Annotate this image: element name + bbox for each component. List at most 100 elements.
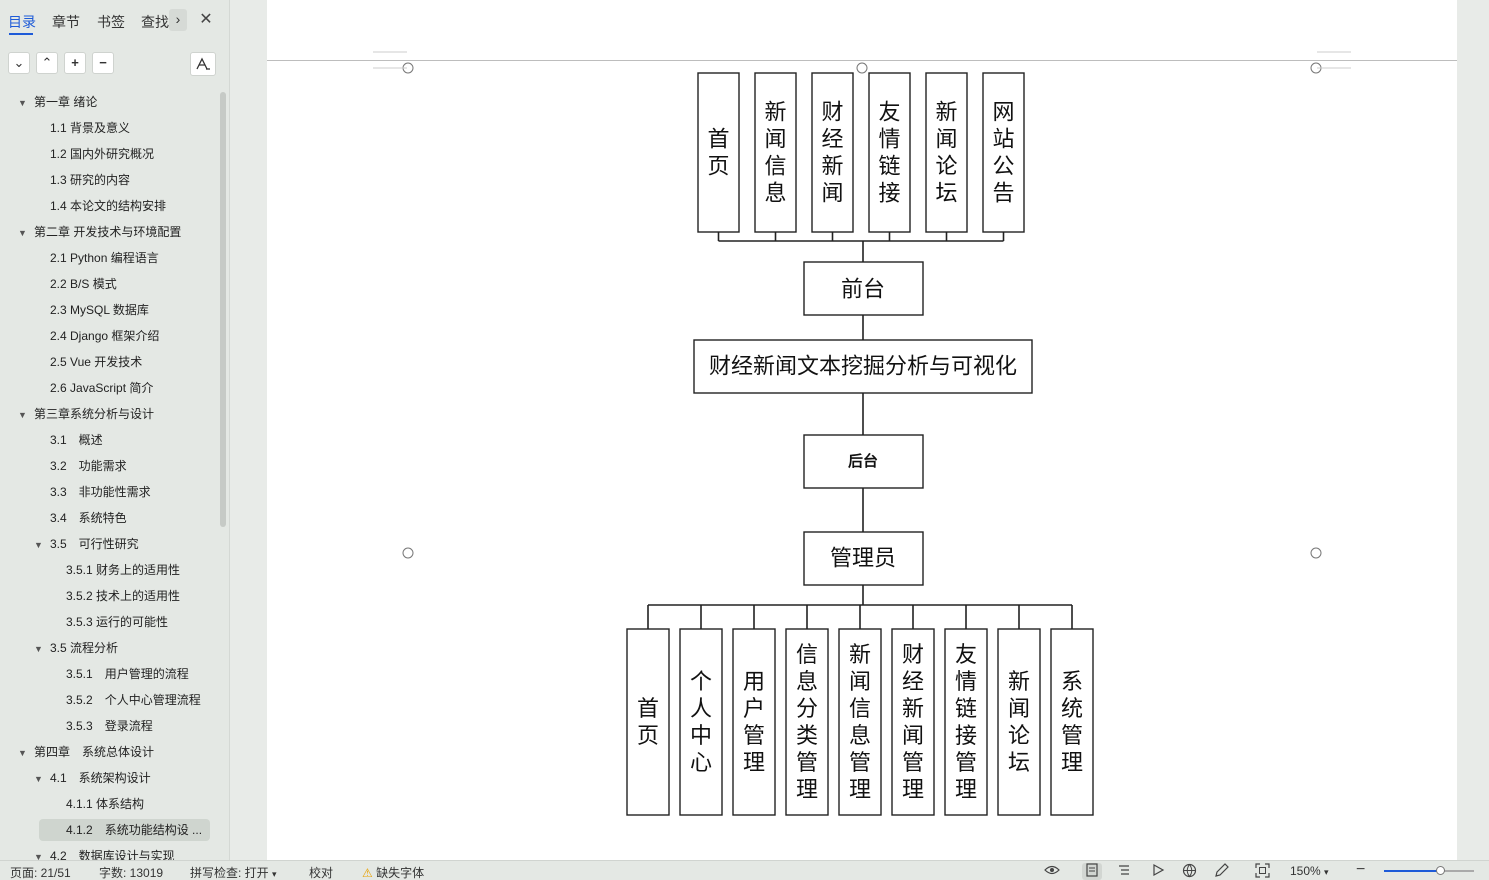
tab-chapters[interactable]: 章节	[52, 14, 80, 30]
toc-scrollbar[interactable]	[220, 92, 226, 527]
missing-font-button[interactable]: ⚠ 缺失字体	[362, 864, 424, 880]
zoom-slider-handle[interactable]	[1435, 866, 1445, 875]
vertical-scrollbar[interactable]	[1458, 0, 1489, 860]
toc-item[interactable]: 1.4 本论文的结构安排	[50, 195, 166, 217]
header-mark	[373, 51, 407, 69]
toc-item[interactable]: ▼ 第一章 绪论	[18, 91, 97, 113]
toc-item[interactable]: 4.1.1 体系结构	[66, 793, 144, 815]
toc-item-label: 4.1.2 系统功能结构设 ...	[66, 823, 203, 837]
close-icon[interactable]: ✕	[199, 11, 213, 28]
caret-down-icon[interactable]: ▼	[34, 774, 43, 784]
admin-module-box	[785, 628, 829, 816]
fit-screen-icon[interactable]	[1255, 863, 1270, 880]
toc-item[interactable]: 3.5.1 用户管理的流程	[66, 663, 189, 685]
tab-find[interactable]: 查找	[141, 14, 169, 30]
outline-view-icon[interactable]	[1117, 863, 1131, 880]
caret-down-icon[interactable]: ▼	[18, 98, 27, 108]
nav-tabs: 目录 章节 书签 查找 › ✕	[0, 0, 230, 42]
word-count[interactable]: 字数: 13019	[99, 866, 164, 880]
admin-module-box	[626, 628, 670, 816]
toc-item[interactable]: 3.2 功能需求	[50, 455, 127, 477]
toc-list: ▼ 第一章 绪论 1.1 背景及意义 1.2 国内外研究概况 1.3 研究的内容 1.4 …	[0, 91, 230, 860]
page-boundary	[267, 60, 1457, 61]
toc-item-label: 3.5.3 运行的可能性	[66, 615, 169, 629]
toc-item-label: 1.2 国内外研究概况	[50, 147, 155, 161]
toc-item[interactable]: 2.1 Python 编程语言	[50, 247, 159, 269]
play-icon[interactable]	[1151, 863, 1165, 880]
chevron-right-icon[interactable]: ›	[169, 9, 187, 31]
toc-item[interactable]: 3.5.3 运行的可能性	[66, 611, 168, 633]
root-box	[693, 339, 1033, 394]
toc-item-label: 第一章 绪论	[34, 95, 98, 109]
toc-item[interactable]: ▼4.2 数据库设计与实现	[34, 845, 175, 860]
toc-item-label: 3.4 系统特色	[50, 511, 127, 525]
toc-item-label: 2.2 B/S 模式	[50, 277, 117, 291]
caret-down-icon[interactable]: ▼	[18, 228, 27, 238]
zoom-slider[interactable]	[1384, 866, 1474, 875]
chevron-down-icon: ▾	[1324, 867, 1329, 877]
toc-item[interactable]: ▼3.5 可行性研究	[34, 533, 139, 555]
toc-item[interactable]: 2.6 JavaScript 简介	[50, 377, 153, 399]
chevron-down-icon: ▾	[272, 869, 277, 879]
front-module-box	[811, 72, 854, 233]
toc-item[interactable]: 4.1.2 系统功能结构设 ...	[39, 819, 211, 841]
front-module-label: 网站公告	[992, 100, 1014, 206]
plus-icon[interactable]: +	[64, 52, 86, 74]
toc-item[interactable]: 1.1 背景及意义	[50, 117, 130, 139]
globe-icon[interactable]	[1182, 863, 1197, 880]
toc-item[interactable]: 2.3 MySQL 数据库	[50, 299, 149, 321]
caret-down-icon[interactable]: ▼	[34, 540, 43, 550]
zoom-level[interactable]: 150% ▾	[1290, 864, 1329, 878]
caret-down-icon[interactable]: ▼	[18, 748, 27, 758]
toc-item-label: 1.1 背景及意义	[50, 121, 131, 135]
toc-item[interactable]: 2.5 Vue 开发技术	[50, 351, 142, 373]
front-module-label: 友情链接	[878, 100, 900, 206]
admin-module-label: 友情链接管理	[955, 642, 977, 802]
proofread-button[interactable]: 校对	[309, 866, 334, 880]
toc-item-label: 3.1 概述	[50, 433, 103, 447]
page-view-icon[interactable]	[1082, 863, 1102, 880]
chevron-down-icon[interactable]: ⌄	[8, 52, 30, 74]
root-label: 财经新闻文本挖掘分析与可视化	[709, 354, 1017, 379]
eye-icon[interactable]	[1044, 863, 1060, 880]
toc-item[interactable]: ▼3.5 流程分析	[34, 637, 118, 659]
function-structure-diagram[interactable]: 首页新闻信息财经新闻友情链接新闻论坛网站公告前台财经新闻文本挖掘分析与可视化后台…	[267, 0, 1457, 860]
caret-down-icon[interactable]: ▼	[34, 644, 43, 654]
front-box	[803, 261, 924, 316]
toc-item[interactable]: 3.5.1 财务上的适用性	[66, 559, 180, 581]
spell-check-toggle[interactable]: 拼写检查: 打开 ▾	[190, 864, 277, 880]
tab-toc[interactable]: 目录	[8, 14, 36, 30]
admin-module-label: 新闻论坛	[1008, 669, 1030, 775]
toc-item[interactable]: ▼4.1 系统架构设计	[34, 767, 151, 789]
minus-icon[interactable]: −	[92, 52, 114, 74]
toc-item[interactable]: 3.5.3 登录流程	[66, 715, 153, 737]
heading-style-icon[interactable]	[190, 52, 216, 76]
caret-down-icon[interactable]: ▼	[18, 410, 27, 420]
toc-item[interactable]: ▼第四章 系统总体设计	[18, 741, 154, 763]
front-module-label: 首页	[707, 127, 729, 179]
page-counter[interactable]: 页面: 21/51	[10, 866, 71, 880]
toc-item[interactable]: 2.2 B/S 模式	[50, 273, 117, 295]
toc-item[interactable]: 3.1 概述	[50, 429, 103, 451]
admin-module-label: 系统管理	[1061, 669, 1083, 775]
toc-item[interactable]: 1.3 研究的内容	[50, 169, 130, 191]
toc-item-label: 1.3 研究的内容	[50, 173, 131, 187]
toc-item[interactable]: 1.2 国内外研究概况	[50, 143, 154, 165]
admin-module-box	[944, 628, 988, 816]
toc-item[interactable]: 3.4 系统特色	[50, 507, 127, 529]
toc-item[interactable]: 3.3 非功能性需求	[50, 481, 151, 503]
caret-down-icon[interactable]: ▼	[34, 852, 43, 860]
chevron-up-icon[interactable]: ⌃	[36, 52, 58, 74]
front-module-box	[868, 72, 911, 233]
toc-item[interactable]: 2.4 Django 框架介绍	[50, 325, 159, 347]
toc-item[interactable]: 3.5.2 个人中心管理流程	[66, 689, 201, 711]
toc-item[interactable]: 3.5.2 技术上的适用性	[66, 585, 180, 607]
toc-item[interactable]: ▼第二章 开发技术与环境配置	[18, 221, 181, 243]
toc-item[interactable]: ▼第三章系统分析与设计	[18, 403, 154, 425]
tab-bookmarks[interactable]: 书签	[97, 14, 125, 30]
zoom-out-icon[interactable]: −	[1356, 861, 1366, 878]
missing-font-label: 缺失字体	[376, 866, 425, 880]
toc-item-label: 3.5.1 用户管理的流程	[66, 667, 189, 681]
pen-icon[interactable]	[1214, 863, 1229, 880]
admin-label: 管理员	[830, 546, 896, 571]
